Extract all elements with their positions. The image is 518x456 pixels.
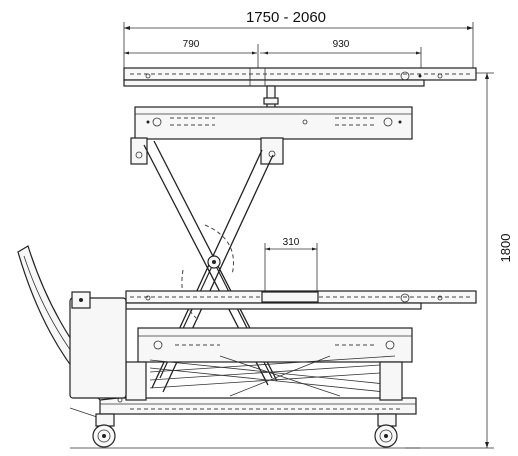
left-section-label: 790 bbox=[183, 39, 200, 50]
dimension-height: 1800 bbox=[405, 72, 513, 449]
top-support-post bbox=[263, 85, 279, 109]
extension-label: 310 bbox=[283, 237, 300, 248]
lower-frame-beam bbox=[137, 327, 413, 363]
base-frame bbox=[99, 361, 417, 415]
lower-table-surface bbox=[125, 290, 477, 310]
overall-length-label: 1750 - 2060 bbox=[246, 9, 326, 26]
tiller-handle bbox=[17, 245, 127, 419]
rear-wheel bbox=[374, 413, 398, 448]
dimension-overall-length: 1750 - 2060 bbox=[123, 9, 474, 70]
right-section-label: 930 bbox=[333, 39, 350, 50]
top-frame-beam bbox=[134, 106, 413, 140]
height-label: 1800 bbox=[498, 234, 513, 263]
lift-springs bbox=[149, 355, 396, 397]
dimension-sections: 790 930 bbox=[124, 39, 422, 70]
front-wheel bbox=[92, 413, 116, 448]
top-table-surface bbox=[123, 67, 477, 87]
